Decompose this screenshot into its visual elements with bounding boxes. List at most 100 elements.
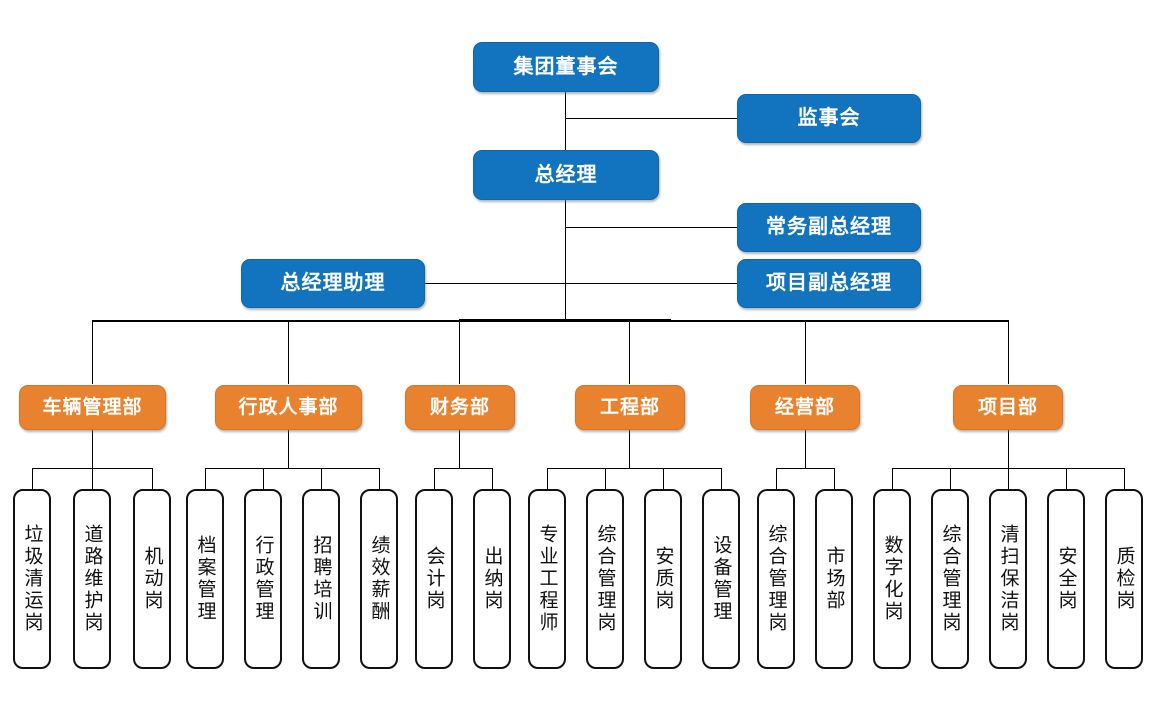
node-position-performance-compensation[interactable]: 绩效薪酬 xyxy=(360,489,398,669)
connector-dept-1-leaf-2 xyxy=(92,468,93,489)
node-general-manager[interactable]: 总经理 xyxy=(473,150,659,200)
node-department-finance-label: 财务部 xyxy=(429,396,490,418)
node-department-operations-label: 经营部 xyxy=(774,396,835,418)
node-department-project[interactable]: 项目部 xyxy=(953,385,1063,430)
node-project-vice-president-label: 项目副总经理 xyxy=(766,272,892,294)
connector-dept-5-down xyxy=(805,430,806,468)
node-position-waste-transport[interactable]: 垃圾清运岗 xyxy=(13,489,51,669)
node-position-records-management-label: 档案管理 xyxy=(194,535,216,623)
connector-bus-to-dept-1 xyxy=(92,320,93,384)
connector-dept-4-leaf-2 xyxy=(605,468,606,489)
node-gm-assistant-label: 总经理助理 xyxy=(280,272,386,294)
node-position-equipment-management[interactable]: 设备管理 xyxy=(702,489,740,669)
node-position-quality-inspection-label: 质检岗 xyxy=(1113,546,1135,612)
node-position-performance-compensation-label: 绩效薪酬 xyxy=(368,535,390,623)
node-position-safety-quality[interactable]: 安质岗 xyxy=(644,489,682,669)
connector-dept-2-leaf-4 xyxy=(379,468,380,489)
connector-dept-5-bus xyxy=(776,468,834,469)
connector-dept-6-leaf-5 xyxy=(1124,468,1125,489)
node-position-mobile-duty-label: 机动岗 xyxy=(141,546,163,612)
node-position-digitalization-label: 数字化岗 xyxy=(881,535,903,623)
connector-dept-4-leaf-3 xyxy=(663,468,664,489)
node-position-project-general-management[interactable]: 综合管理岗 xyxy=(931,489,969,669)
connector-gm-to-assistant xyxy=(425,283,565,284)
connector-dept-2-leaf-3 xyxy=(321,468,322,489)
node-position-engineering-general-management[interactable]: 综合管理岗 xyxy=(586,489,624,669)
connector-dept-4-leaf-1 xyxy=(547,468,548,489)
node-position-digitalization[interactable]: 数字化岗 xyxy=(873,489,911,669)
connector-dept-3-leaf-2 xyxy=(492,468,493,489)
node-project-vice-president[interactable]: 项目副总经理 xyxy=(737,259,921,308)
node-position-safety-quality-label: 安质岗 xyxy=(652,546,674,612)
node-executive-vice-president[interactable]: 常务副总经理 xyxy=(737,203,921,252)
connector-dept-3-bus xyxy=(434,468,492,469)
node-department-admin-hr[interactable]: 行政人事部 xyxy=(215,385,362,430)
node-supervisory-board-label: 监事会 xyxy=(797,107,861,129)
node-position-engineering-general-management-label: 综合管理岗 xyxy=(594,524,616,634)
node-general-manager-label: 总经理 xyxy=(534,163,598,186)
node-position-accounting-label: 会计岗 xyxy=(423,546,445,612)
node-department-finance[interactable]: 财务部 xyxy=(405,385,515,430)
node-position-professional-engineer-label: 专业工程师 xyxy=(536,524,558,634)
connector-dept-6-leaf-2 xyxy=(950,468,951,489)
node-department-operations[interactable]: 经营部 xyxy=(750,385,860,430)
connector-dept-5-leaf-2 xyxy=(834,468,835,489)
connector-dept-6-leaf-4 xyxy=(1066,468,1067,489)
node-position-mobile-duty[interactable]: 机动岗 xyxy=(133,489,171,669)
node-position-cashier-label: 出纳岗 xyxy=(481,546,503,612)
node-position-recruitment-training[interactable]: 招聘培训 xyxy=(302,489,340,669)
node-department-engineering-label: 工程部 xyxy=(599,396,660,418)
connector-dept-3-leaf-1 xyxy=(434,468,435,489)
connector-department-bus-center xyxy=(459,319,671,322)
node-executive-vice-president-label: 常务副总经理 xyxy=(766,216,892,238)
node-position-cashier[interactable]: 出纳岗 xyxy=(473,489,511,669)
node-supervisory-board[interactable]: 监事会 xyxy=(737,94,921,143)
node-position-safety-label: 安全岗 xyxy=(1055,546,1077,612)
node-position-administrative-management-label: 行政管理 xyxy=(252,535,274,623)
node-position-professional-engineer[interactable]: 专业工程师 xyxy=(528,489,566,669)
node-position-recruitment-training-label: 招聘培训 xyxy=(310,535,332,623)
connector-dept-2-leaf-2 xyxy=(263,468,264,489)
node-position-operations-general-management[interactable]: 综合管理岗 xyxy=(757,489,795,669)
node-department-vehicle-management[interactable]: 车辆管理部 xyxy=(19,385,166,430)
connector-dept-4-bus xyxy=(547,468,721,469)
node-position-safety[interactable]: 安全岗 xyxy=(1047,489,1085,669)
node-department-admin-hr-label: 行政人事部 xyxy=(238,396,339,418)
node-position-road-maintenance-label: 道路维护岗 xyxy=(81,524,103,634)
connector-dept-3-down xyxy=(459,430,460,468)
node-position-equipment-management-label: 设备管理 xyxy=(710,535,732,623)
connector-dept-1-leaf-3 xyxy=(152,468,153,489)
node-position-accounting[interactable]: 会计岗 xyxy=(415,489,453,669)
node-position-marketing[interactable]: 市场部 xyxy=(815,489,853,669)
connector-dept-6-down xyxy=(1008,430,1009,468)
node-position-waste-transport-label: 垃圾清运岗 xyxy=(21,524,43,634)
node-board-of-directors[interactable]: 集团董事会 xyxy=(473,42,659,92)
connector-gmline-to-supervisory xyxy=(565,118,737,119)
node-position-cleaning-sanitation[interactable]: 清扫保洁岗 xyxy=(989,489,1027,669)
connector-gm-down xyxy=(565,199,566,321)
node-position-administrative-management[interactable]: 行政管理 xyxy=(244,489,282,669)
node-position-records-management[interactable]: 档案管理 xyxy=(186,489,224,669)
connector-dept-5-leaf-1 xyxy=(776,468,777,489)
node-department-engineering[interactable]: 工程部 xyxy=(575,385,685,430)
connector-dept-4-leaf-4 xyxy=(721,468,722,489)
node-board-of-directors-label: 集团董事会 xyxy=(513,55,619,78)
connector-dept-1-down xyxy=(92,430,93,468)
node-department-project-label: 项目部 xyxy=(977,396,1038,418)
connector-dept-1-leaf-1 xyxy=(32,468,33,489)
node-position-quality-inspection[interactable]: 质检岗 xyxy=(1105,489,1143,669)
node-position-marketing-label: 市场部 xyxy=(823,546,845,612)
node-department-vehicle-management-label: 车辆管理部 xyxy=(42,396,143,418)
node-position-road-maintenance[interactable]: 道路维护岗 xyxy=(73,489,111,669)
connector-bus-to-dept-2 xyxy=(288,320,289,384)
connector-gm-to-project-vp xyxy=(565,283,737,284)
connector-dept-2-leaf-1 xyxy=(205,468,206,489)
connector-dept-4-down xyxy=(629,430,630,468)
node-position-project-general-management-label: 综合管理岗 xyxy=(939,524,961,634)
node-gm-assistant[interactable]: 总经理助理 xyxy=(241,259,425,308)
connector-bus-to-dept-6 xyxy=(1008,320,1009,384)
connector-dept-6-leaf-1 xyxy=(892,468,893,489)
connector-gm-to-executive-vp xyxy=(565,227,737,228)
connector-dept-6-leaf-3 xyxy=(1008,468,1009,489)
